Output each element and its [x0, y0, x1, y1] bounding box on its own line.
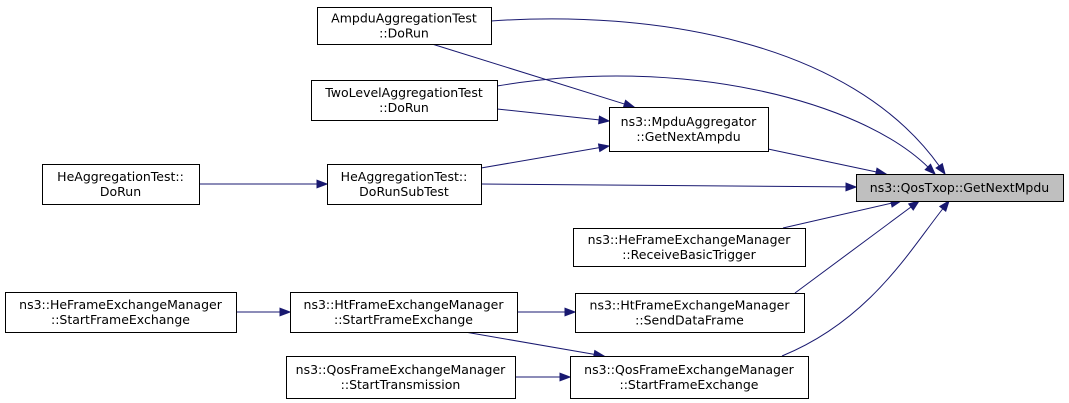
edge-n9-n8 — [236, 307, 292, 317]
node-box — [570, 356, 809, 399]
edge-n3-n2 — [496, 108, 611, 125]
node-label-line: ns3::QosFrameExchangeManager — [296, 362, 506, 377]
edge-n4-n0 — [480, 182, 858, 192]
node-ns3-heframeexchangemanager-receivebasictrigger[interactable]: ns3::HeFrameExchangeManager::ReceiveBasi… — [573, 228, 806, 267]
node-box — [575, 293, 805, 333]
edge-line — [464, 331, 596, 355]
arrowhead-icon — [316, 179, 329, 189]
nodes-layer: ns3::QosTxop::GetNextMpdu AmpduAggregatio… — [5, 7, 1064, 399]
node-label-line: HeAggregationTest:: — [57, 169, 184, 184]
arrowhead-icon — [938, 199, 950, 213]
edge-n6-n0 — [782, 198, 903, 229]
node-box — [42, 164, 200, 205]
node-label-line: ::StartFrameExchange — [51, 312, 190, 327]
arrowhead-icon — [622, 99, 636, 109]
node-label-line: AmpduAggregationTest — [331, 11, 477, 26]
node-label-line: ::StartFrameExchange — [620, 377, 759, 392]
edge-n11-n10 — [515, 372, 572, 382]
node-box — [290, 292, 518, 333]
edge-line — [794, 205, 913, 294]
node-label-line: ::SendDataFrame — [635, 313, 744, 328]
node-label-line: ns3::MpduAggregator — [621, 114, 758, 129]
edge-n10-n0 — [781, 199, 950, 357]
node-label-line: ::GetNextAmpdu — [636, 129, 740, 144]
edge-n8-n7 — [517, 307, 577, 317]
edge-n3-n0 — [496, 75, 937, 175]
edge-n5-n4 — [199, 179, 329, 189]
node-box — [573, 228, 806, 267]
edge-n2-n0 — [767, 148, 888, 177]
edge-line — [781, 207, 944, 357]
edge-line — [431, 43, 626, 105]
node-ns3-mpduaggregator-getnextampdu[interactable]: ns3::MpduAggregator::GetNextAmpdu — [609, 107, 769, 152]
node-box — [286, 356, 516, 399]
arrowhead-icon — [845, 182, 858, 192]
node-label-line: ns3::HtFrameExchangeManager — [590, 298, 791, 313]
edge-n7-n0 — [794, 200, 921, 294]
node-label-line: ns3::HeFrameExchangeManager — [19, 297, 223, 312]
node-label-line: HeAggregationTest:: — [341, 169, 468, 184]
edge-line — [480, 183, 848, 188]
edges-layer — [199, 18, 950, 382]
edge-line — [490, 18, 941, 167]
node-heaggregationtest-dorunsubtest[interactable]: HeAggregationTest::DoRunSubTest — [327, 164, 482, 205]
node-box — [317, 7, 492, 45]
node-label-line: ::DoRun — [379, 26, 429, 41]
node-twolevelaggregationtest-dorun[interactable]: TwoLevelAggregationTest::DoRun — [311, 80, 498, 121]
node-box — [5, 292, 237, 333]
node-ns3-qosframeexchangemanager-starttransmission[interactable]: ns3::QosFrameExchangeManager::StartTrans… — [286, 356, 516, 399]
node-ns3-htframeexchangemanager-startframeexchange[interactable]: ns3::HtFrameExchangeManager::StartFrameE… — [290, 292, 518, 333]
arrowhead-icon — [564, 307, 577, 317]
edge-line — [480, 147, 601, 169]
node-box — [311, 80, 498, 121]
node-ns3-qosframeexchangemanager-startframeexchange[interactable]: ns3::QosFrameExchangeManager::StartFrame… — [570, 356, 809, 399]
edge-line — [782, 202, 893, 229]
edge-n1-n0 — [490, 18, 946, 176]
node-label-line: ns3::HtFrameExchangeManager — [304, 297, 505, 312]
arrowhead-icon — [559, 372, 572, 382]
arrowhead-icon — [907, 200, 921, 211]
arrowhead-icon — [597, 143, 611, 153]
node-label-line: ns3::QosFrameExchangeManager — [584, 362, 794, 377]
node-ampduaggregationtest-dorun[interactable]: AmpduAggregationTest::DoRun — [317, 7, 492, 45]
node-label-line: ::ReceiveBasicTrigger — [622, 247, 756, 262]
node-heaggregationtest-dorun[interactable]: HeAggregationTest::DoRun — [42, 164, 200, 205]
node-label-line: DoRun — [100, 184, 141, 199]
node-label-line: ns3::HeFrameExchangeManager — [588, 232, 792, 247]
node-box — [327, 164, 482, 205]
node-label-line: ::DoRun — [379, 100, 429, 115]
arrowhead-icon — [935, 162, 946, 176]
arrowhead-icon — [924, 163, 937, 175]
node-ns3-heframeexchangemanager-startframeexchange[interactable]: ns3::HeFrameExchangeManager::StartFrameE… — [5, 292, 237, 333]
node-label-line: DoRunSubTest — [359, 184, 449, 199]
arrowhead-icon — [279, 307, 292, 317]
arrowhead-icon — [598, 115, 611, 125]
node-label-line: ::StartTransmission — [341, 377, 461, 392]
edge-line — [496, 108, 601, 121]
edge-n8-n10 — [464, 331, 606, 359]
node-ns3-qostxop-getnextmpdu[interactable]: ns3::QosTxop::GetNextMpdu — [856, 174, 1064, 202]
node-label-line: ns3::QosTxop::GetNextMpdu — [870, 180, 1049, 195]
focus-node-box — [856, 174, 1064, 202]
edge-n4-n2 — [480, 143, 611, 169]
node-box — [609, 107, 769, 152]
node-label-line: ::StartFrameExchange — [334, 312, 473, 327]
node-ns3-htframeexchangemanager-senddataframe[interactable]: ns3::HtFrameExchangeManager::SendDataFra… — [575, 293, 805, 333]
edge-line — [496, 75, 929, 169]
node-label-line: TwoLevelAggregationTest — [324, 85, 483, 100]
edge-line — [767, 148, 878, 173]
